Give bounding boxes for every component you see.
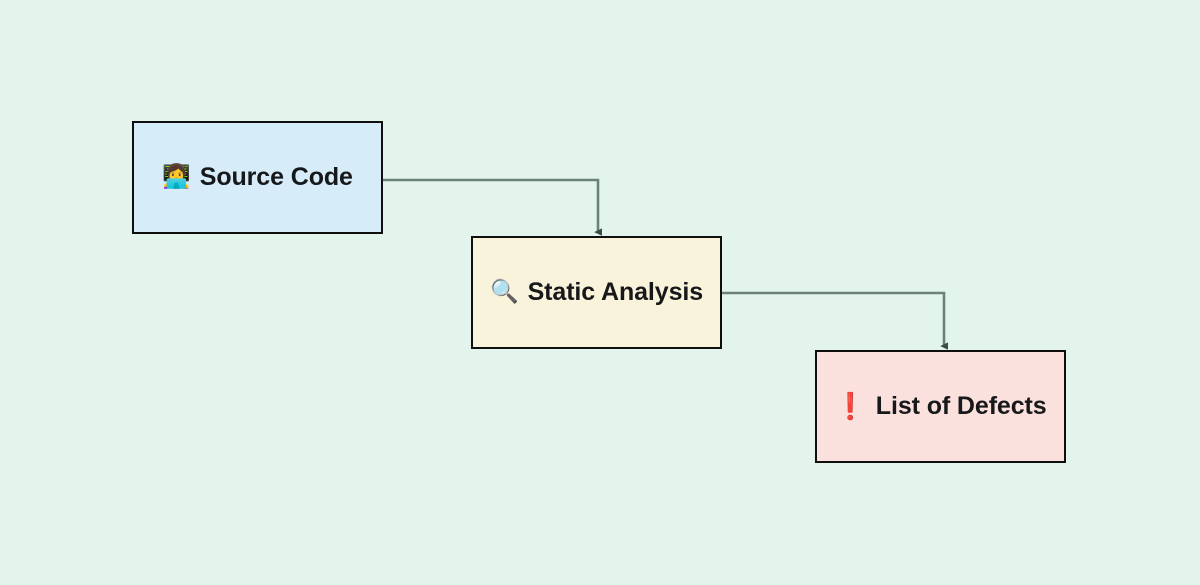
node-source-code-content: 👩‍💻 Source Code	[162, 165, 353, 190]
node-source-code-label: Source Code	[199, 163, 353, 191]
node-static-analysis[interactable]: 🔍 Static Analysis	[471, 236, 722, 349]
magnifying-glass-icon: 🔍	[489, 279, 519, 305]
node-source-code[interactable]: 👩‍💻 Source Code	[132, 121, 383, 234]
edge-source-code-to-static-analysis	[383, 178, 603, 236]
node-list-of-defects[interactable]: ❗ List of Defects	[815, 350, 1066, 463]
node-static-analysis-label: Static Analysis	[527, 278, 704, 306]
red-exclamation-icon: ❗	[834, 391, 867, 422]
edge-static-analysis-to-list-of-defects	[722, 291, 949, 350]
person-at-computer-icon: 👩‍💻	[162, 164, 191, 190]
node-list-of-defects-content: ❗ List of Defects	[834, 394, 1046, 420]
node-list-of-defects-label: List of Defects	[875, 392, 1047, 420]
node-static-analysis-content: 🔍 Static Analysis	[490, 280, 703, 305]
